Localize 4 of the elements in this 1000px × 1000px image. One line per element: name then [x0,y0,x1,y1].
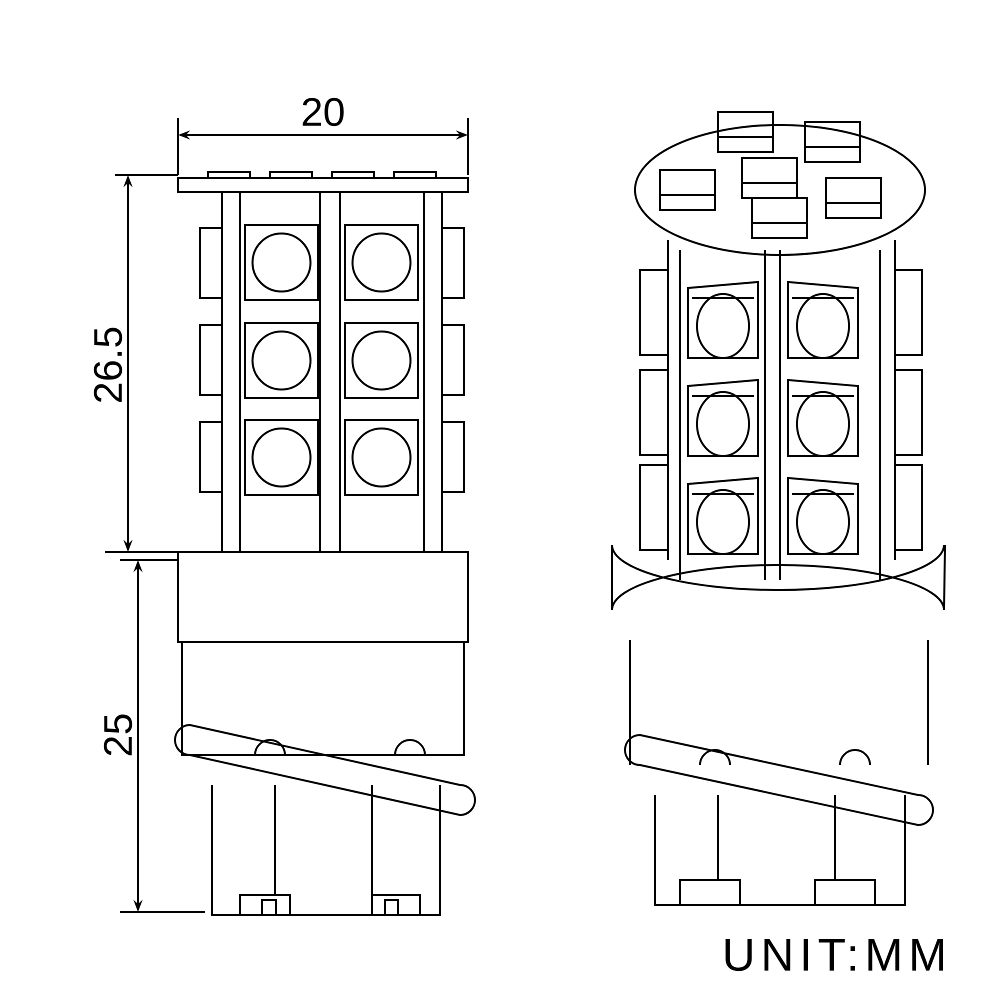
unit-note: UNIT:MM [726,938,944,972]
dimension-text: 25 [104,714,132,756]
dimension-text: 20 [302,98,344,126]
dimension-text: 26.5 [94,328,122,402]
